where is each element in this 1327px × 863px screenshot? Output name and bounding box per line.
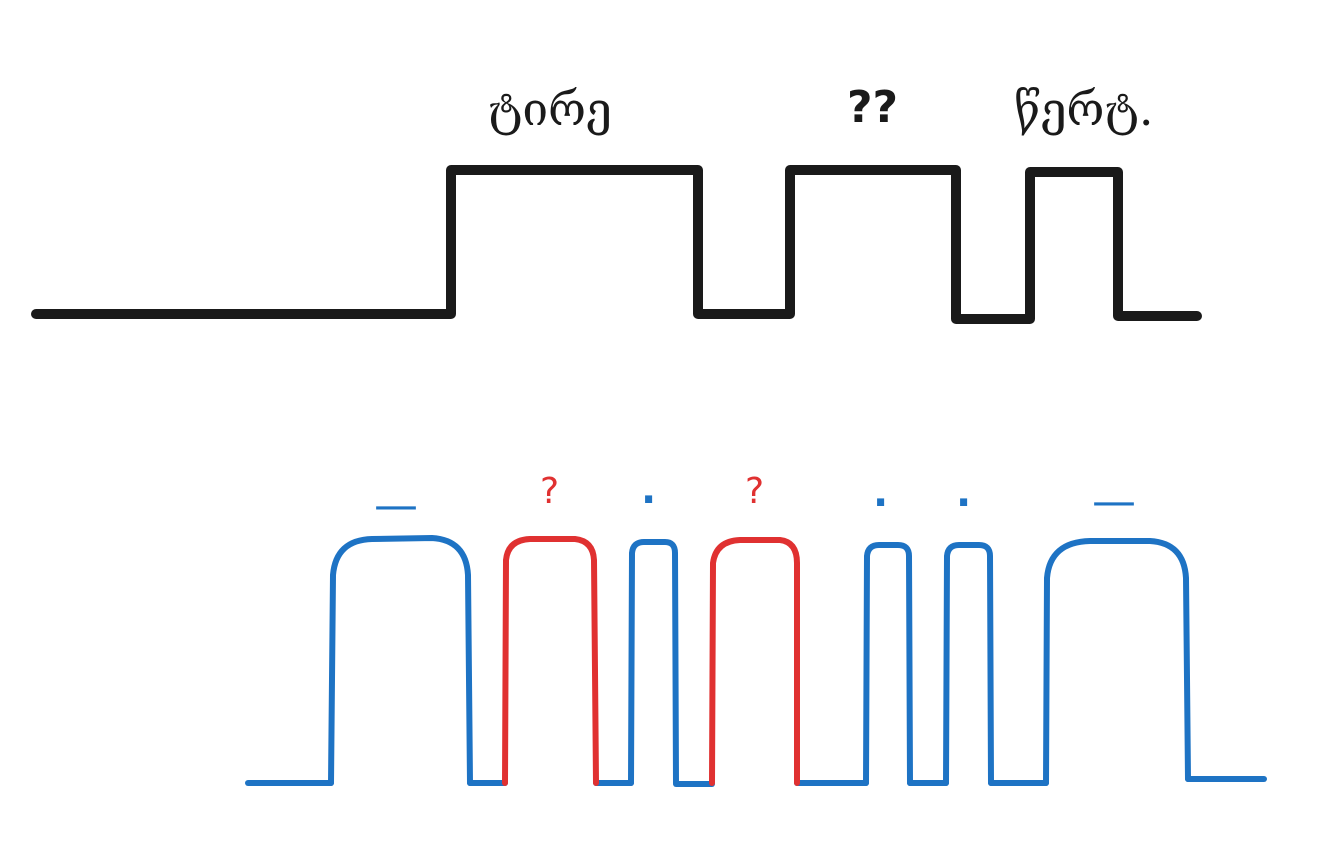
bottom-pulse-dot-2 (863, 542, 913, 786)
symbol-dash-2: — (1092, 476, 1136, 527)
bottom-pulse-unknown-1 (502, 536, 599, 786)
bottom-pulse-dash-2 (1043, 538, 1191, 786)
label-dot: წერტ. (1014, 82, 1154, 136)
bottom-pulse-unknown-2 (709, 537, 800, 786)
label-unknown: ?? (847, 82, 899, 133)
bottom-pulse-dot-3 (943, 542, 994, 786)
symbol-dot-2: · (873, 480, 889, 526)
bottom-pulse-dash-1 (328, 535, 473, 786)
top-square-wave (31, 165, 1202, 324)
symbol-dash-1: — (374, 480, 418, 531)
symbol-dot-1: · (641, 477, 657, 523)
symbol-unknown-2: ? (745, 471, 765, 512)
symbol-dot-3: · (956, 480, 972, 526)
symbol-unknown-1: ? (540, 471, 560, 512)
bottom-pulse-dot-1 (628, 539, 679, 786)
label-dash: ტირე (488, 82, 612, 136)
